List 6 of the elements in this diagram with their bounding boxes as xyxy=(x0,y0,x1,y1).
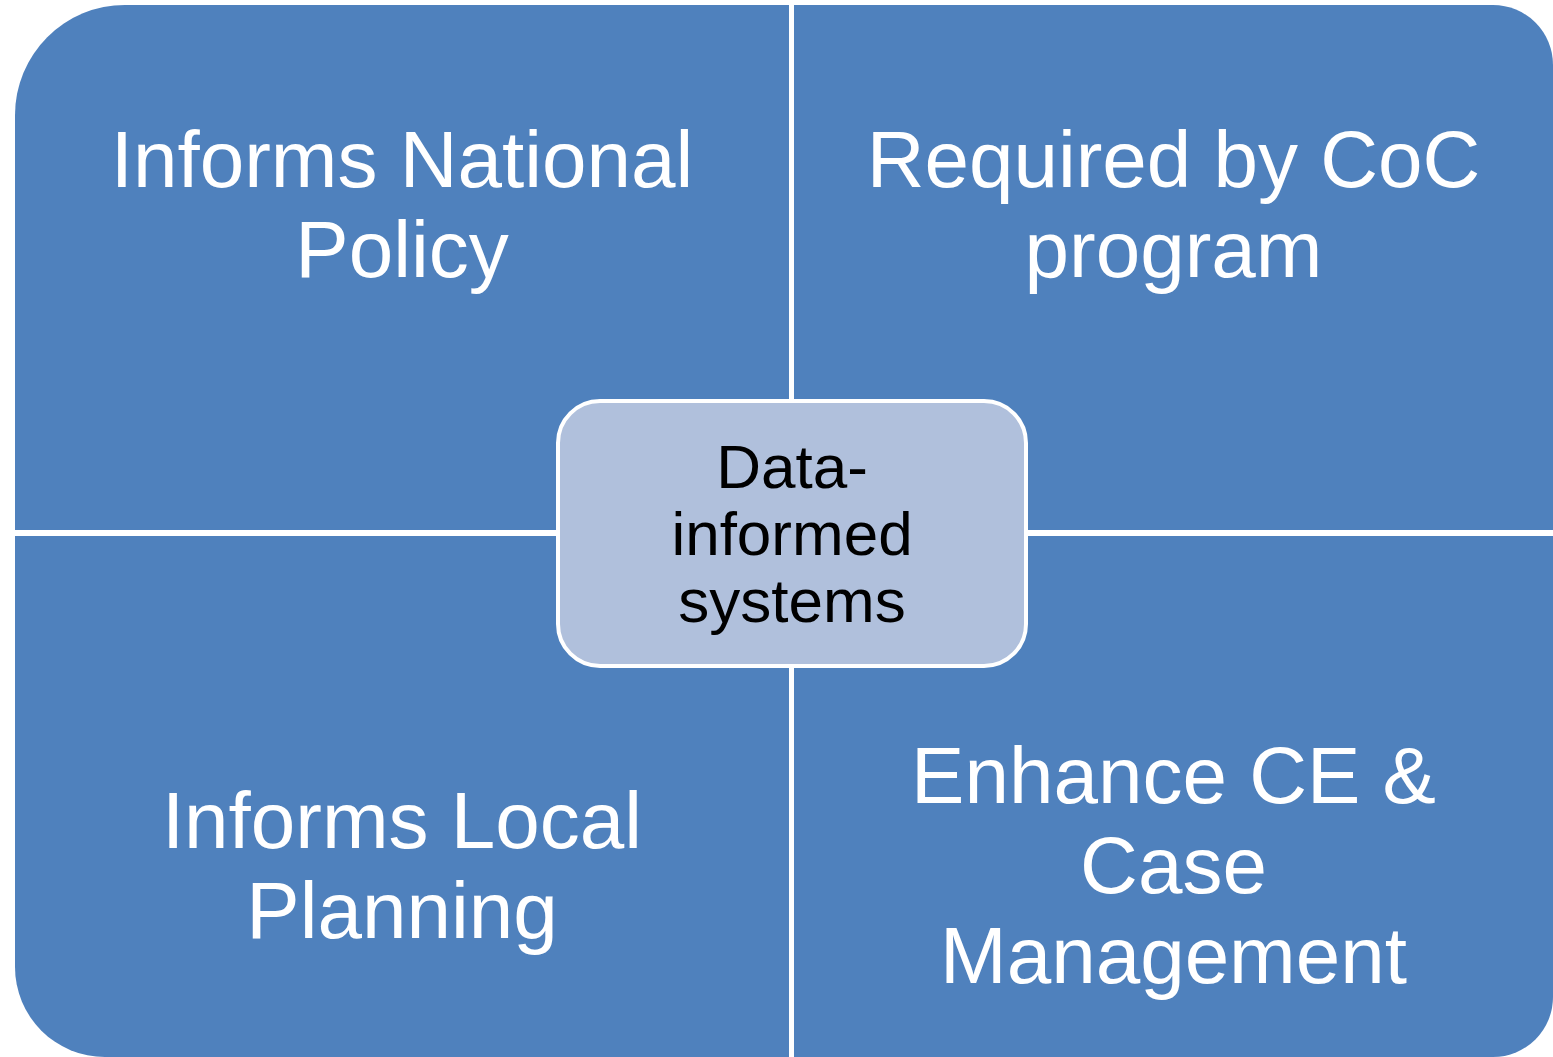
quadrant-label: Informs National Policy xyxy=(109,115,695,295)
center-label: Data-informed systems xyxy=(670,433,914,634)
quadrant-label: Enhance CE & Case Management xyxy=(910,731,1437,1001)
quadrant-label: Informs Local Planning xyxy=(160,776,644,956)
center-box xyxy=(556,399,1028,668)
quadrant-label: Required by CoC program xyxy=(865,115,1482,295)
